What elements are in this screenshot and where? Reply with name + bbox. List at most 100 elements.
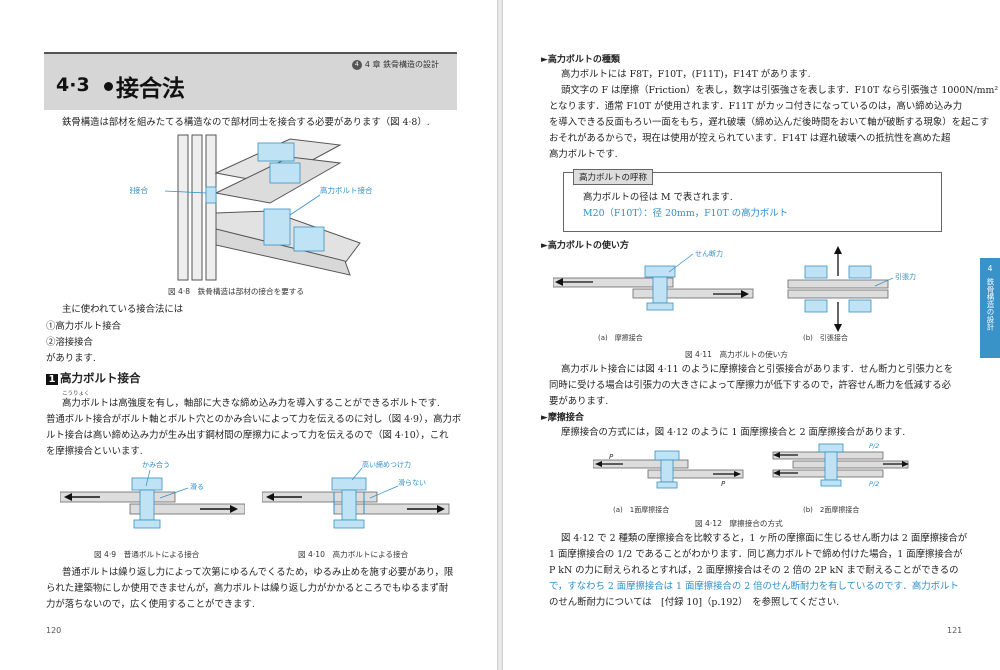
list-line-3: ②溶接接合 (46, 337, 93, 348)
friction-joint-drawing: せん断力 (553, 249, 754, 311)
force-P-left: P (609, 453, 614, 461)
para2-line3: 力が落ちないので，広く使用することができます. (46, 599, 255, 610)
chapter-tab-text: 鉄骨構造の設計 (986, 278, 995, 331)
compare-line-5: のせん断耐力については [付録 10]（p.192） を参照してください. (549, 597, 840, 608)
force-P2-top: P/2 (869, 442, 879, 450)
para1-line4: を摩擦接合といいます. (46, 446, 143, 457)
arrow-left-icon (64, 493, 72, 501)
page-number-right: 121 (947, 626, 963, 635)
compare-line-4: で，すなわち 2 面摩擦接合は 1 面摩擦接合の 2 倍のせん断耐力を有している… (549, 581, 959, 592)
usage-line-3: 要があります. (549, 396, 609, 407)
nut-icon (133, 519, 161, 529)
types-line-4: を導入できる反面もろい一面をもち，遅れ破壊（締め込んだ後時間をおいて軸が破断する… (549, 117, 989, 128)
caption-4-10: 図 4·10 高力ボルトによる接合 (298, 550, 409, 559)
arrow-right-icon (437, 505, 445, 513)
label-noslip: 滑らない (398, 478, 426, 487)
sub-a-4-11: (a) 摩擦接合 (598, 333, 643, 342)
heading-bolt-types: ►高力ボルトの種類 (541, 55, 620, 65)
usage-line-2: 同時に受ける場合は引張力の大きさによって摩擦力が低下するので，許容せん断力を低減… (549, 380, 952, 391)
page-number-left: 120 (46, 626, 62, 635)
types-line-5: おそれがあるからで，現在は使用が控えられています．F14T は遅れ破壊への抵抗性… (549, 133, 951, 144)
para1-line1: 高力ボルトは高強度を有し，軸部に大きな締め込み力を導入することができるボルトです… (62, 398, 440, 409)
compare-line-3: P kN の力に耐えられるとすれば，2 面摩擦接合はその 2 倍の 2P kN … (549, 565, 959, 576)
caption-4-11: 図 4·11 高力ボルトの使い方 (685, 350, 788, 359)
force-P-right: P (721, 480, 726, 488)
types-line-2: 頭文字の F は摩擦（Friction）を表し，数字は引張強さを表します．F10… (561, 85, 999, 96)
hs-bolt-shaft-icon (341, 489, 357, 521)
bullet-dot-icon (104, 82, 113, 91)
ruby-text: こうりょく (62, 391, 90, 397)
sub-b-4-11: (b) 引張接合 (803, 333, 848, 342)
types-line-6: 高力ボルトです. (549, 149, 618, 160)
definition-box (563, 172, 942, 232)
list-line-1: 主に使われている接合法には (62, 304, 184, 315)
heading-bolt-usage: ►高力ボルトの使い方 (541, 241, 629, 251)
list-line-2: ①高力ボルト接合 (46, 321, 122, 332)
arrow-right-icon (902, 461, 909, 467)
label-slip: 滑る (190, 482, 204, 491)
label-bite: かみ合う (142, 460, 170, 469)
hs-nut-icon (333, 519, 365, 529)
arrow-left-icon (595, 461, 602, 467)
sub-b-4-12: (b) 2面摩擦接合 (803, 505, 859, 514)
double-shear-drawing: P/2 P/2 (772, 442, 909, 488)
book-gutter (497, 0, 503, 670)
section-number: 4·3 (56, 74, 90, 96)
sub-a-4-12: (a) 1面摩擦接合 (613, 505, 669, 514)
bolt-shaft-icon (139, 489, 155, 521)
label-force: 高い締めつけ力 (362, 460, 411, 469)
label-weld: 溶接接合 (130, 185, 148, 195)
arrow-up-icon (834, 246, 842, 254)
para1-line3: ルト接合は高い締め込み力が生み出す鋼材間の摩擦力によって力を伝えるので（図 4·… (46, 430, 449, 441)
chapter-tab: 4 鉄骨構造の設計 (980, 258, 1000, 358)
arrow-left-icon (555, 278, 563, 286)
figure-4-10: 高い締めつけ力 滑らない (262, 460, 450, 529)
arrow-left-icon (773, 470, 780, 476)
types-line-3: となります．通常 F10T が使用されます．F11T がカッコ付きになっているの… (549, 101, 963, 112)
arrow-right-icon (741, 290, 749, 298)
force-P2-bottom: P/2 (869, 480, 879, 488)
bolt-plates (205, 142, 325, 252)
right-page: ►高力ボルトの種類 高力ボルトには F8T，F10T，(F11T)，F14T が… (503, 0, 1000, 670)
weld-leader-line (164, 190, 207, 194)
arrow-right-icon (230, 505, 238, 513)
arrow-right-icon (734, 471, 741, 477)
arrow-left-icon (773, 452, 780, 458)
section-title: 接合法 (116, 76, 185, 102)
bolt-head-icon (131, 477, 163, 491)
chapter-number-icon: 4 (351, 59, 362, 70)
para1-line2: 普通ボルト接合がボルト軸とボルト穴とのかみ合いによって力を伝えるのに対し（図 4… (46, 414, 462, 425)
arrow-down-icon (834, 324, 842, 332)
usage-line-1: 高力ボルト接合には図 4·11 のように摩擦接合と引張接合があります．せん断力と… (561, 364, 954, 375)
subheading-number: 1 (46, 374, 58, 385)
label-shear: せん断力 (695, 249, 723, 258)
caption-4-12: 図 4·12 摩擦接合の方式 (695, 519, 783, 528)
definition-line-1: 高力ボルトの径は M で表されます. (583, 192, 733, 203)
heading-friction: ►摩擦接合 (541, 413, 584, 423)
intro-text: 鉄骨構造は部材を組みたてる構造なので部材同士を接合する必要があります（図 4·8… (62, 117, 430, 128)
hs-bolt-head-icon (331, 477, 367, 491)
figure-4-8: 溶接接合 高力ボルト接合 (130, 134, 373, 281)
caption-4-8: 図 4·8 鉄骨構造は部材の接合を要する (168, 287, 304, 296)
compare-line-1: 図 4·12 で 2 種類の摩擦接合を比較すると，1 ヶ所の摩擦面に生じるせん断… (561, 533, 968, 544)
caption-4-9: 図 4·9 普通ボルトによる接合 (94, 550, 200, 559)
tension-joint-drawing: 引張力 (787, 246, 916, 332)
para2-line2: られた建築物にしか使用できませんが，高力ボルトは繰り返し力がかかるところでもゆる… (46, 583, 449, 594)
definition-label: 高力ボルトの呼称 (573, 169, 654, 185)
compare-line-2: 1 面摩擦接合の 1/2 であることがわかります．同じ高力ボルトで締め付けた場合… (549, 549, 963, 560)
label-tension: 引張力 (895, 272, 916, 281)
list-line-4: があります. (46, 353, 96, 364)
figure-4-12: P P P/2 P/2 (a) 1面摩擦接合 (b) 2面摩擦接合 (593, 442, 909, 514)
types-line-1: 高力ボルトには F8T，F10T，(F11T)，F14T があります. (561, 69, 811, 80)
single-shear-drawing: P P (593, 450, 744, 489)
label-bolt: 高力ボルト接合 (320, 185, 373, 195)
arrow-left-icon (266, 493, 274, 501)
friction-line: 摩擦接合の方式には，図 4·12 のように 1 面摩擦接合と 2 面摩擦接合があ… (561, 427, 906, 438)
figure-4-9: かみ合う 滑る (60, 460, 245, 529)
definition-line-2: M20（F10T）：径 20mm，F10T の高力ボルト (583, 208, 789, 219)
